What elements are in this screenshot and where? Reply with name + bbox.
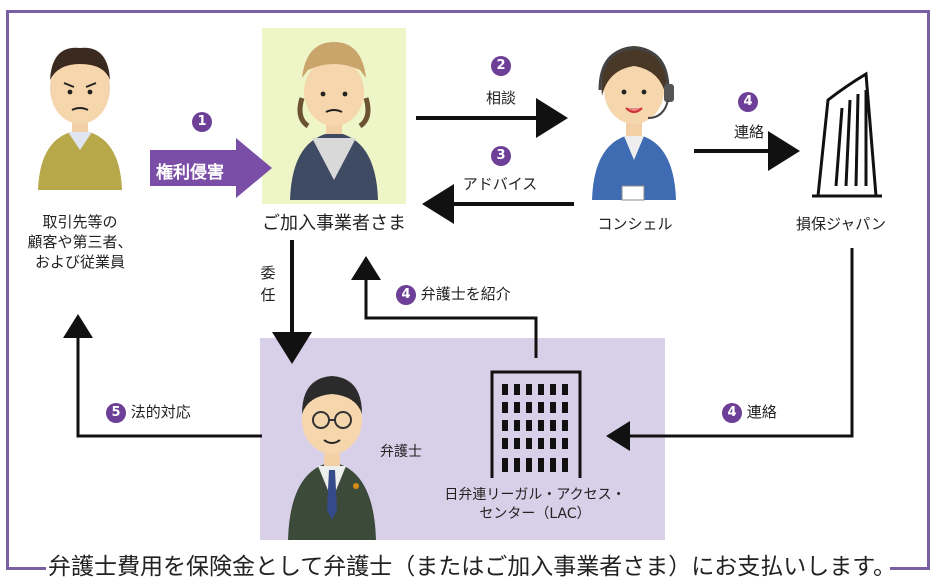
step-3-badge: 3 bbox=[491, 146, 511, 166]
step-4b-badge: 4 bbox=[396, 284, 416, 305]
client-person-icon bbox=[290, 42, 378, 200]
insurer-building-icon bbox=[812, 71, 882, 198]
concierge-label: コンシェル bbox=[597, 215, 673, 233]
rights-infringement-label: 権利侵害 bbox=[156, 163, 224, 183]
step-4a-badge: 4 bbox=[738, 92, 758, 112]
introduce-lawyer-label: 弁護士を紹介 bbox=[420, 285, 511, 303]
step-4c-badge: 4 bbox=[722, 402, 742, 423]
rights-infringement-box: 権利侵害 bbox=[150, 148, 274, 190]
step-1-badge: 1 bbox=[192, 112, 212, 132]
frame-bottom-left bbox=[6, 567, 46, 570]
third-party-person-icon bbox=[38, 47, 122, 190]
contact-insurer-label: 連絡 bbox=[733, 123, 764, 141]
concierge-person-icon bbox=[592, 46, 676, 201]
contact-lac-step: 4 連絡 bbox=[722, 402, 832, 423]
delegate-label: 委任 bbox=[260, 264, 276, 304]
advice-label: アドバイス bbox=[462, 175, 538, 193]
step-5-badge: 5 bbox=[106, 402, 126, 423]
arrow-legal-action bbox=[63, 314, 262, 438]
legal-action-step: 5 法的対応 bbox=[106, 402, 246, 423]
frame-bottom-right bbox=[890, 567, 930, 570]
diagram-frame bbox=[6, 10, 930, 568]
arrow-introduce bbox=[351, 256, 538, 358]
arrow-contact-lac bbox=[606, 248, 854, 451]
consult-label: 相談 bbox=[485, 89, 516, 107]
introduce-lawyer-step: 4 弁護士を紹介 bbox=[396, 284, 576, 305]
insurer-label: 損保ジャパン bbox=[795, 215, 886, 233]
contact-lac-label: 連絡 bbox=[746, 403, 777, 421]
footer-note: 弁護士費用を保険金として弁護士（またはご加入事業者さま）にお支払いします。 bbox=[48, 552, 897, 582]
lac-label: 日弁連リーガル・アクセス・センター（LAC） bbox=[444, 487, 626, 522]
lawyer-person-icon bbox=[288, 376, 376, 540]
third-party-label: 取引先等の顧客や第三者、および従業員 bbox=[27, 213, 133, 271]
lawyer-label: 弁護士 bbox=[380, 444, 422, 460]
lac-building-icon bbox=[490, 370, 582, 478]
rights-infringement-arrow bbox=[150, 138, 272, 198]
legal-action-label: 法的対応 bbox=[130, 403, 191, 421]
client-label: ご加入事業者さま bbox=[262, 213, 406, 234]
step-2-badge: 2 bbox=[491, 56, 511, 76]
